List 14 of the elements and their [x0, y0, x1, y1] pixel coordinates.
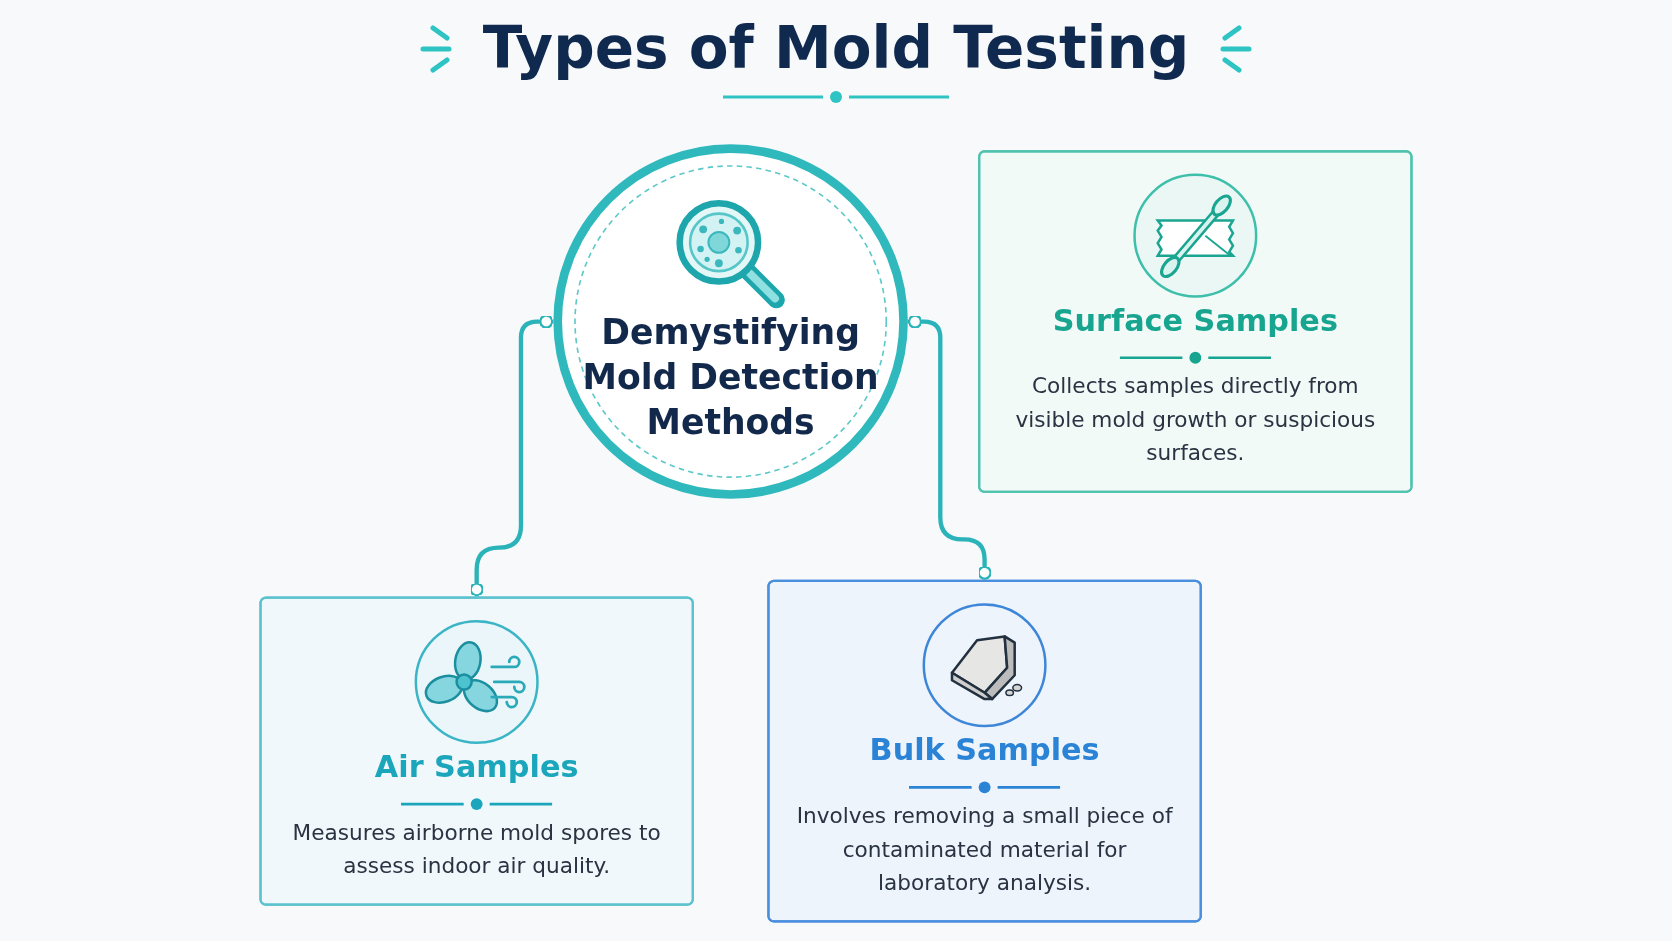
card-heading: Air Samples — [374, 748, 579, 787]
center-circle — [553, 144, 908, 499]
center-title: Demystifying Mold Detection Methods — [581, 310, 880, 445]
connector-line — [907, 314, 992, 580]
card-description: Collects samples directly from visible mold growth or suspicious surfaces. — [1014, 371, 1377, 468]
card-heading: Bulk Samples — [869, 731, 1100, 770]
card-description: Involves removing a small piece of contaminated material for laboratory analysis. — [795, 801, 1174, 898]
title: Types of Mold Testing — [482, 14, 1190, 84]
card-description: Measures airborne mold spores to assess indoor air quality. — [291, 818, 662, 881]
connector-line — [469, 314, 554, 597]
method-card — [767, 579, 1202, 923]
method-card — [259, 596, 694, 906]
card-heading: Surface Samples — [1052, 301, 1338, 341]
method-card — [978, 150, 1413, 493]
